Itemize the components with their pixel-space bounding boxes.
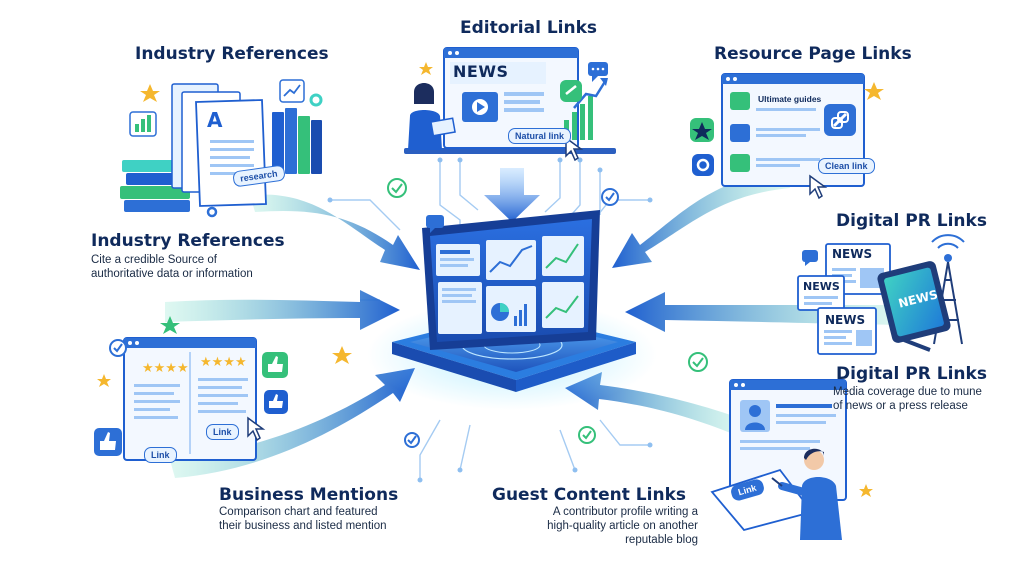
digital-pr-links-title-top: Digital PR Links (836, 211, 987, 231)
resource-page-links-title: Resource Page Links (714, 44, 912, 64)
link-icon (824, 104, 856, 136)
check-icon (109, 339, 127, 357)
flow-arrow-top-right (612, 170, 790, 268)
link-icon (560, 80, 582, 102)
circuit-lines (330, 160, 650, 480)
digital-pr-links-title: Digital PR Links (836, 364, 987, 384)
tv-icon (877, 261, 951, 352)
star-icon (419, 62, 433, 75)
gear-icon (309, 93, 323, 107)
central-hub-laptop (367, 210, 657, 410)
link-badge-left: Link (144, 447, 177, 463)
digital-pr-links-description: Media coverage due to mune of news or a … (833, 386, 982, 412)
clean-link-badge: Clean link (818, 158, 875, 174)
thumbs-up-icon (264, 390, 288, 414)
editorial-links-illustration (404, 47, 616, 162)
circuit-nodes (327, 157, 653, 483)
star-icon (864, 82, 884, 100)
natural-link-badge: Natural link (508, 128, 572, 144)
bar-chart-icon (129, 111, 157, 137)
flow-arrow-top-left (250, 194, 420, 270)
check-icon (387, 178, 407, 198)
pie-chart-icon (491, 303, 509, 321)
star-icon (97, 374, 111, 387)
digital-pr-illustration (797, 234, 965, 355)
business-mentions-description: Comparison chart and featured their busi… (219, 506, 387, 532)
star-icon (160, 316, 180, 334)
industry-references-title: Industry References (91, 231, 285, 251)
cursor-icon (565, 136, 584, 162)
check-icon (688, 352, 708, 372)
business-mentions-title: Business Mentions (219, 485, 399, 505)
check-icon (578, 426, 596, 444)
cursor-icon (247, 416, 266, 442)
document-letter: A (207, 108, 223, 132)
resource-page-links-illustration (690, 73, 884, 200)
thumbs-up-icon (94, 428, 122, 456)
news-label-1: NEWS (832, 247, 873, 261)
flow-arrow-mid-left (165, 290, 400, 330)
ultimate-guides-label: Ultimate guides (758, 94, 822, 104)
editorial-links-title: Editorial Links (460, 18, 598, 38)
industry-references-description: Cite a credible Source of authoritative … (91, 254, 253, 280)
woman-figure (408, 83, 456, 150)
star-icon (332, 346, 352, 364)
guest-content-links-description: A contributor profile writing a high-qua… (547, 506, 698, 546)
news-label-2: NEWS (803, 280, 840, 293)
industry-references-title-top: Industry References (135, 44, 329, 64)
news-label-3: NEWS (825, 313, 866, 327)
chat-bubble-icon (426, 215, 444, 233)
man-figure (771, 448, 842, 540)
thumbs-up-icon (262, 352, 288, 378)
trend-chart-icon (279, 79, 305, 103)
gear-icon (206, 206, 218, 218)
star-icon (140, 84, 160, 102)
cursor-icon (809, 174, 828, 200)
play-icon (472, 99, 488, 115)
chat-bubble-icon (802, 250, 818, 266)
link-badge-right: Link (206, 424, 239, 440)
star-icon (690, 118, 714, 142)
industry-references-illustration (120, 79, 323, 212)
avatar (740, 400, 770, 432)
check-icon (601, 188, 619, 206)
news-label-editorial: NEWS (453, 62, 509, 81)
guest-content-links-title: Guest Content Links (492, 485, 686, 505)
check-icon (404, 432, 420, 448)
rating-stars-right: ★★★★ (200, 355, 247, 370)
gear-icon (692, 154, 714, 176)
chat-bubble-icon (588, 62, 608, 82)
flow-arrow-top-center (484, 168, 540, 222)
star-icon (859, 484, 873, 497)
rating-stars-left: ★★★★ (142, 361, 189, 376)
